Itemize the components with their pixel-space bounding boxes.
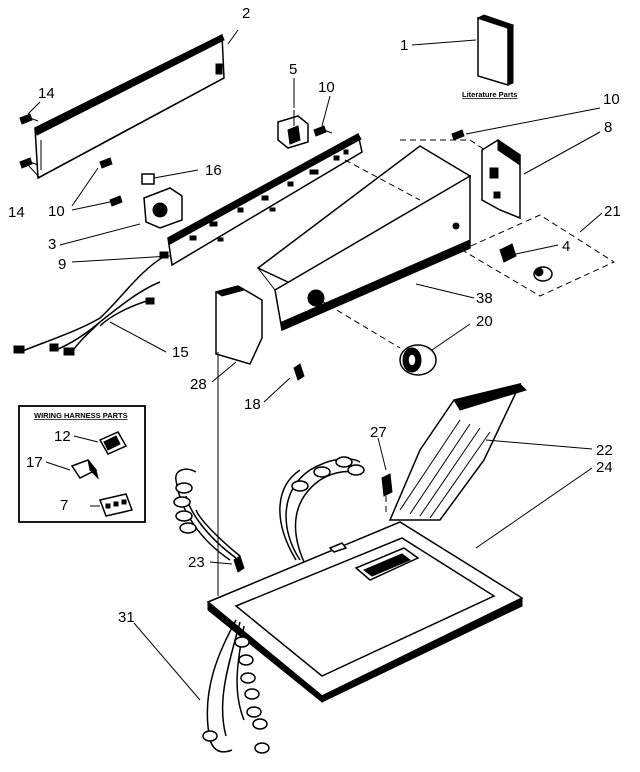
part-15-harness [13,251,169,356]
part-24-top [206,521,524,704]
callout-17: 17 [26,454,43,471]
callout-15: 15 [172,344,189,361]
part-8-endcap [481,139,521,220]
callout-numbers: 2 1 14 5 10 10 8 16 14 10 21 3 4 9 38 20… [8,5,621,626]
part-14-screws [19,113,39,169]
wiring-harness-box [18,405,146,523]
part-3-timer [141,173,183,229]
callout-27: 27 [370,424,387,441]
part-1-literature [476,14,515,87]
part-10-screw-top [313,125,333,137]
part-38-console [256,145,472,332]
callout-10-right: 10 [603,91,620,108]
part-18-screw [293,363,305,381]
part-27-screw [381,473,393,516]
part-21-kit [460,214,616,297]
callout-14-top: 14 [38,85,55,102]
part-2-panel [34,33,225,180]
callout-1: 1 [400,37,408,54]
part-31-harness [202,619,270,754]
literature-parts-label: Literature Parts [462,90,517,99]
callout-5: 5 [289,61,297,78]
wire-bundles [173,456,365,563]
callout-8: 8 [604,119,612,136]
part-28-bracket [214,285,263,365]
callout-23: 23 [188,554,205,571]
callout-4: 4 [562,238,570,255]
callout-12: 12 [54,428,71,445]
callout-16: 16 [205,162,222,179]
harness-leaders [45,435,99,471]
callout-24: 24 [596,459,613,476]
callout-2: 2 [242,5,250,22]
callout-38: 38 [476,290,493,307]
wiring-harness-parts-label: WIRING HARNESS PARTS [34,411,128,420]
callout-14-bottom: 14 [8,204,25,221]
part-10-screws-left [99,157,123,207]
part-5-switch [277,110,309,149]
part-20-knob [399,344,437,376]
callout-10-top: 10 [318,79,335,96]
part-22-chute [388,382,527,521]
callout-21: 21 [604,203,621,220]
callout-7: 7 [60,497,68,514]
callout-22: 22 [596,442,613,459]
part-9-control-strip [167,132,363,267]
callout-10-left: 10 [48,203,65,220]
callout-9: 9 [58,256,66,273]
callout-18: 18 [244,396,261,413]
part-23-screw [217,352,245,596]
callout-3: 3 [48,236,56,253]
part-10-screw-right [451,129,465,141]
callout-28: 28 [190,376,207,393]
callout-31: 31 [118,609,135,626]
callout-20: 20 [476,313,493,330]
leader-lines [27,29,603,701]
